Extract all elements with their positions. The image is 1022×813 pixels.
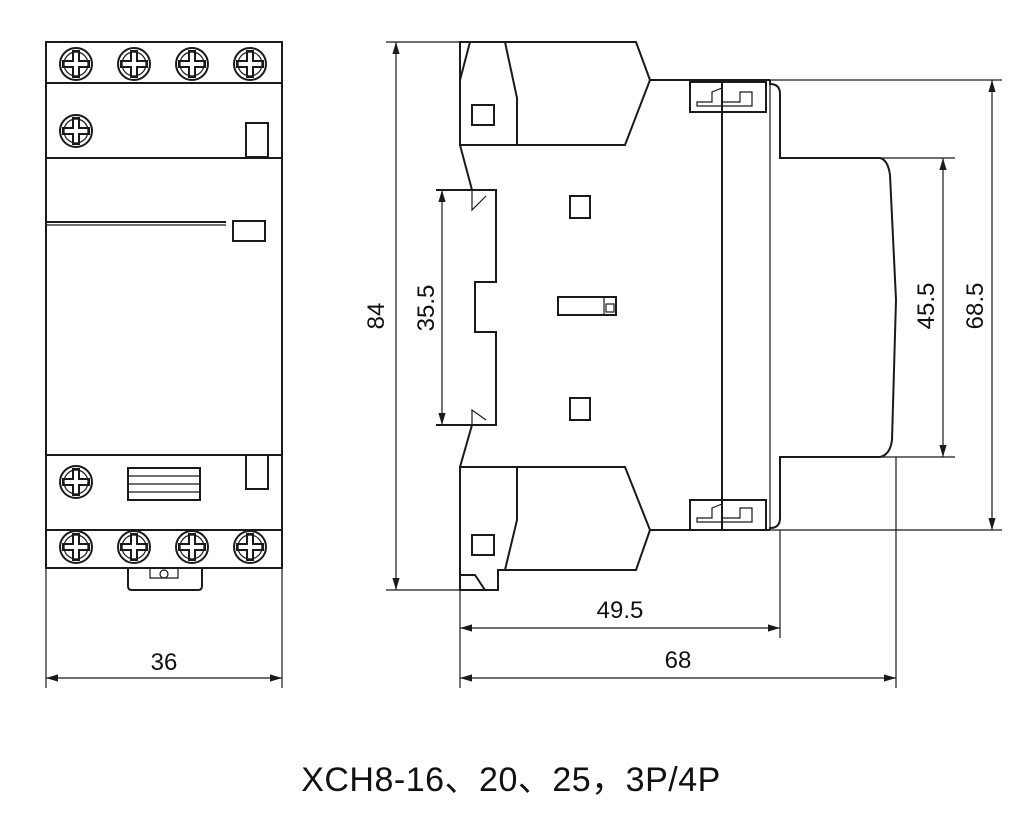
dim-label-49-5: 49.5 bbox=[597, 597, 644, 624]
dim-label-45-5: 45.5 bbox=[913, 283, 940, 330]
terminal-screw-icon bbox=[59, 530, 93, 564]
terminal-screw-icon bbox=[59, 114, 93, 148]
terminal-screw-icon bbox=[175, 47, 209, 81]
indicator-window-bottom bbox=[245, 454, 269, 490]
terminal-screw-icon bbox=[59, 47, 93, 81]
side-window-lower bbox=[569, 397, 591, 421]
terminal-screw-icon bbox=[233, 47, 267, 81]
dim-label-36: 36 bbox=[151, 649, 178, 676]
upper-terminal-block bbox=[459, 41, 652, 146]
terminal-screw-icon bbox=[175, 530, 209, 564]
dim-label-35-5: 35.5 bbox=[413, 285, 440, 332]
dim-label-68: 68 bbox=[665, 647, 692, 674]
terminal-screw-icon bbox=[233, 530, 267, 564]
side-view bbox=[436, 41, 898, 591]
clip-bottom bbox=[689, 499, 767, 531]
front-view bbox=[45, 41, 283, 591]
side-slider bbox=[557, 296, 617, 316]
indicator-window-top bbox=[245, 122, 269, 158]
terminal-screw-icon bbox=[59, 465, 93, 499]
clip-top bbox=[689, 81, 767, 113]
dimension-lines bbox=[45, 41, 1002, 688]
side-window-upper bbox=[569, 195, 591, 219]
front-face-profile bbox=[769, 80, 898, 530]
din-rail-notch bbox=[459, 144, 497, 468]
din-clip bbox=[127, 568, 203, 591]
terminal-screw-icon bbox=[117, 47, 151, 81]
model-caption: XCH8-16、20、25，3P/4P bbox=[301, 761, 721, 799]
lower-terminal-block bbox=[459, 466, 652, 591]
dim-label-84: 84 bbox=[363, 303, 390, 330]
status-window bbox=[232, 220, 266, 242]
nameplate-slots bbox=[127, 467, 201, 501]
terminal-screw-icon bbox=[117, 530, 151, 564]
dim-label-68-5: 68.5 bbox=[962, 283, 989, 330]
front-body-outline bbox=[45, 41, 283, 569]
